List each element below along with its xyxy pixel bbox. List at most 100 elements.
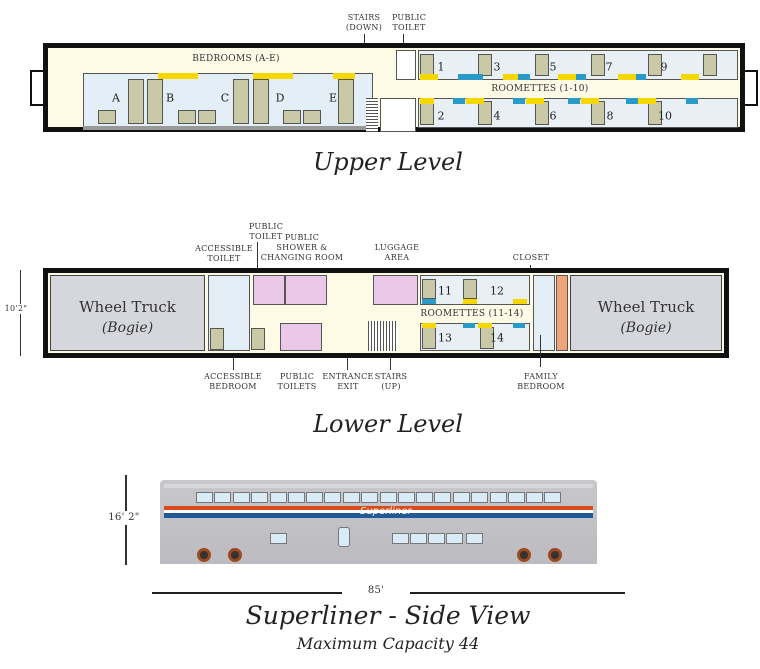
wheel — [517, 548, 531, 562]
window — [214, 492, 231, 503]
roomette-4: 4 — [493, 109, 501, 123]
seat — [703, 54, 717, 76]
seat — [420, 101, 434, 125]
label-line: TOILET — [392, 23, 426, 32]
label-line: STAIRS — [374, 372, 408, 381]
bed-marker — [681, 74, 699, 80]
side-height-dimension: 16' 2" — [108, 511, 140, 525]
stairs-up — [368, 321, 398, 351]
label-stairs-up: STAIRS(UP) — [375, 372, 408, 392]
wheel-truck-left: Wheel Truck (Bogie) — [50, 275, 205, 351]
wheel — [197, 548, 211, 562]
berth — [253, 79, 269, 124]
roomette-13: 13 — [438, 331, 452, 345]
luggage-area — [373, 275, 418, 305]
seat — [478, 101, 492, 125]
bed-marker — [503, 74, 521, 80]
label-line: BEDROOM — [209, 382, 257, 391]
roomettes-label-upper: ROOMETTES (1-10) — [491, 84, 589, 94]
label-line: STAIRS — [347, 13, 381, 22]
label-stairs-down: STAIRS(DOWN) — [346, 13, 382, 33]
seat — [98, 110, 116, 124]
bed-marker — [158, 73, 198, 79]
bed-marker — [253, 73, 293, 79]
window — [380, 492, 397, 503]
seat — [178, 110, 196, 124]
roomette-1: 1 — [437, 60, 445, 74]
bed-marker — [581, 98, 599, 104]
label-line: PUBLIC — [279, 372, 315, 381]
wheel-truck-label: Wheel Truck — [597, 298, 695, 316]
bed-marker — [513, 299, 527, 304]
side-length-dimension: 85' — [367, 585, 385, 596]
seat — [420, 54, 434, 76]
door-window — [338, 527, 350, 547]
public-toilet-lower — [253, 275, 285, 305]
bedroom-d: D — [275, 91, 285, 105]
bed-marker — [333, 73, 355, 79]
window — [434, 492, 451, 503]
label-line: EXIT — [337, 382, 359, 391]
roomette-5: 5 — [549, 60, 557, 74]
berth-marker — [686, 98, 698, 104]
seat — [283, 110, 301, 124]
length-dimension-line-right — [410, 592, 625, 594]
lower-level-title: Lower Level — [313, 410, 463, 438]
label-line: BEDROOM — [517, 382, 565, 391]
window — [508, 492, 525, 503]
window — [324, 492, 341, 503]
label-line: ENTRANCE — [322, 372, 374, 381]
label-line: ACCESSIBLE — [204, 372, 262, 381]
berth-marker — [422, 299, 436, 304]
stairwell — [380, 98, 416, 132]
wheel — [548, 548, 562, 562]
berth-marker — [513, 98, 525, 104]
seat — [591, 54, 605, 76]
berth-marker — [636, 74, 646, 80]
roomette-9: 9 — [660, 60, 668, 74]
bed-marker — [466, 98, 484, 104]
length-dimension-line-left — [152, 592, 342, 594]
berth — [338, 79, 354, 124]
label-line: TOILET — [207, 254, 241, 263]
label-line: (UP) — [381, 382, 401, 391]
seat — [303, 110, 321, 124]
label-line: SHOWER & — [276, 243, 328, 252]
bed-marker — [558, 74, 576, 80]
window — [233, 492, 250, 503]
berth-marker — [568, 98, 580, 104]
label-line: TOILETS — [277, 382, 317, 391]
label-line: ACCESSIBLE — [195, 244, 253, 253]
bed-marker — [638, 98, 656, 104]
seat — [210, 328, 224, 350]
berth-marker — [626, 98, 638, 104]
superliner-logo: Superliner — [360, 506, 412, 517]
label-line: PUBLIC — [284, 233, 320, 242]
stripe-white — [164, 510, 593, 513]
roomette-11: 11 — [438, 284, 452, 298]
seat — [198, 110, 216, 124]
coupler-right — [743, 70, 758, 106]
window — [392, 533, 409, 544]
upper-level-title: Upper Level — [313, 148, 463, 176]
leader-line — [540, 335, 541, 367]
label-line: PUBLIC — [248, 222, 284, 231]
bogie-label: (Bogie) — [620, 320, 672, 336]
leader-line — [233, 358, 234, 370]
bedroom-c: C — [220, 91, 230, 105]
roomettes-bottom-lower — [420, 323, 530, 351]
berth-marker — [453, 98, 465, 104]
bogie-label: (Bogie) — [101, 320, 154, 336]
wheel-truck-label: Wheel Truck — [79, 298, 176, 316]
window — [471, 492, 488, 503]
window — [544, 492, 561, 503]
roomette-6: 6 — [549, 109, 557, 123]
berth-marker — [458, 74, 483, 80]
